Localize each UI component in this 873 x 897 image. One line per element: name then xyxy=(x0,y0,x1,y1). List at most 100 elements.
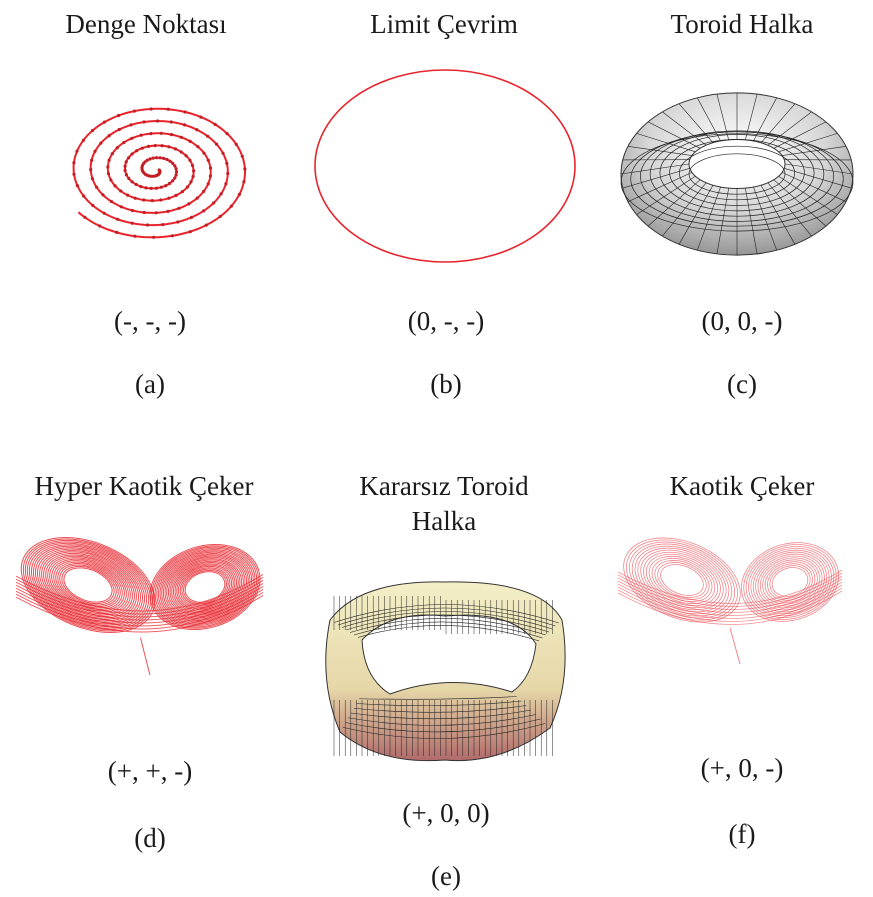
torus-meridian xyxy=(678,185,714,245)
spiral-dot xyxy=(188,230,192,234)
limit-cycle-figure xyxy=(314,69,576,263)
spiral-dot xyxy=(83,215,87,219)
spiral-dot xyxy=(169,133,174,137)
panel-c-title: Toroid Halka xyxy=(670,9,814,39)
attractor-loop xyxy=(59,564,117,606)
torus-meridian xyxy=(782,146,847,156)
spiral-dot xyxy=(75,184,79,188)
attractor-bridge xyxy=(15,573,264,612)
spiral-dot xyxy=(189,180,193,184)
spiral-dot xyxy=(156,119,160,123)
attractor-loop xyxy=(755,553,825,611)
attractor-bridge xyxy=(617,572,843,607)
spiral-dot xyxy=(165,157,169,162)
spiral-dot xyxy=(145,158,149,162)
attractor-loop xyxy=(41,551,135,619)
spiral-dot xyxy=(167,196,171,200)
spiral-dot xyxy=(173,164,177,168)
spiral-dot xyxy=(91,128,95,133)
torus-meridian xyxy=(778,175,838,215)
spiral-dot xyxy=(192,169,196,173)
spiral-dot xyxy=(164,184,168,188)
spiral-dot xyxy=(90,158,94,162)
spiral-dot xyxy=(116,217,120,221)
spiral-dot xyxy=(127,176,131,181)
spiral-dot xyxy=(159,131,163,135)
spiral-dot xyxy=(161,223,165,227)
panel-b-label: (b) xyxy=(430,369,462,399)
attractor-bridge xyxy=(617,581,843,616)
attractor-loop xyxy=(179,567,231,607)
spiral-dot xyxy=(221,151,225,155)
chaotic-attractor-figure xyxy=(617,537,843,665)
unstable-torus-mesh xyxy=(333,596,559,756)
spiral-dot xyxy=(174,170,179,174)
spiral-dot xyxy=(173,147,177,151)
spiral-dot xyxy=(146,144,151,148)
panel-f-label: (f) xyxy=(728,819,756,849)
spiral-dot xyxy=(187,202,191,206)
spiral-dot xyxy=(93,149,97,153)
spiral-dot xyxy=(139,185,143,189)
spiral-dot xyxy=(202,209,206,213)
panel-d-label: (d) xyxy=(134,823,166,853)
attractor-loop xyxy=(752,551,828,613)
spiral-dot xyxy=(206,158,210,162)
torus-meridian xyxy=(716,188,729,254)
panel-f-exponents: (+, 0, -) xyxy=(700,753,784,783)
torus-surface xyxy=(620,92,854,256)
torus-figure xyxy=(620,92,854,256)
spiral-dot xyxy=(127,156,131,160)
spiral-dot xyxy=(158,156,162,160)
torus-meridian xyxy=(767,111,812,146)
unstable-torus-surface xyxy=(325,581,566,762)
attractor-bridge xyxy=(15,591,264,630)
spiral-dot xyxy=(206,134,210,138)
panel-a-label: (a) xyxy=(135,369,165,399)
spiral-dot xyxy=(148,157,152,161)
attractor-loop xyxy=(36,548,140,622)
attractor-loop xyxy=(166,556,244,618)
torus-meridian xyxy=(662,182,707,237)
spiral-dot xyxy=(229,204,233,208)
attractor-loop xyxy=(657,562,707,598)
attractor-loop xyxy=(24,539,152,631)
spiral-dot xyxy=(240,154,244,158)
spiral-dot xyxy=(143,160,147,164)
spiral-dot xyxy=(122,140,126,145)
torus-meridian xyxy=(778,133,838,153)
spiral-dot xyxy=(101,193,105,197)
panel-c-exponents: (0, 0, -) xyxy=(701,306,783,336)
attractor-loop xyxy=(61,565,115,605)
spiral-dot xyxy=(102,120,107,124)
spiral-dot xyxy=(160,144,164,148)
chaotic-attractor-trajectory xyxy=(617,537,843,665)
attractor-bridge xyxy=(15,588,264,627)
spiral-dot xyxy=(119,189,123,193)
spiral-dot xyxy=(130,208,134,213)
spiral-dot xyxy=(206,182,210,186)
spiral-dot xyxy=(133,196,137,200)
spiral-dot xyxy=(237,192,241,196)
spiral-dot xyxy=(106,172,111,176)
attractor-loop xyxy=(637,547,727,613)
attractor-loop xyxy=(654,560,710,600)
spiral-dot xyxy=(115,230,119,234)
attractor-loop xyxy=(769,565,811,599)
attractor-loop xyxy=(51,558,125,612)
spiral-dot xyxy=(109,178,113,182)
torus-meridian xyxy=(636,175,696,215)
spiral-dot xyxy=(142,198,146,202)
spiral-dot xyxy=(72,172,76,176)
spiral-dot xyxy=(117,113,121,118)
spiral-dot xyxy=(150,199,154,203)
spiral-dot xyxy=(174,193,178,197)
attractor-loop xyxy=(176,564,234,610)
attractor-loop xyxy=(55,561,121,609)
attractor-bridge xyxy=(617,587,843,622)
spiral-dot xyxy=(107,134,111,138)
attractor-bridge xyxy=(15,582,264,621)
torus-meridian xyxy=(784,163,854,175)
spiral-dot xyxy=(179,150,183,154)
spiral-dot xyxy=(102,211,106,215)
